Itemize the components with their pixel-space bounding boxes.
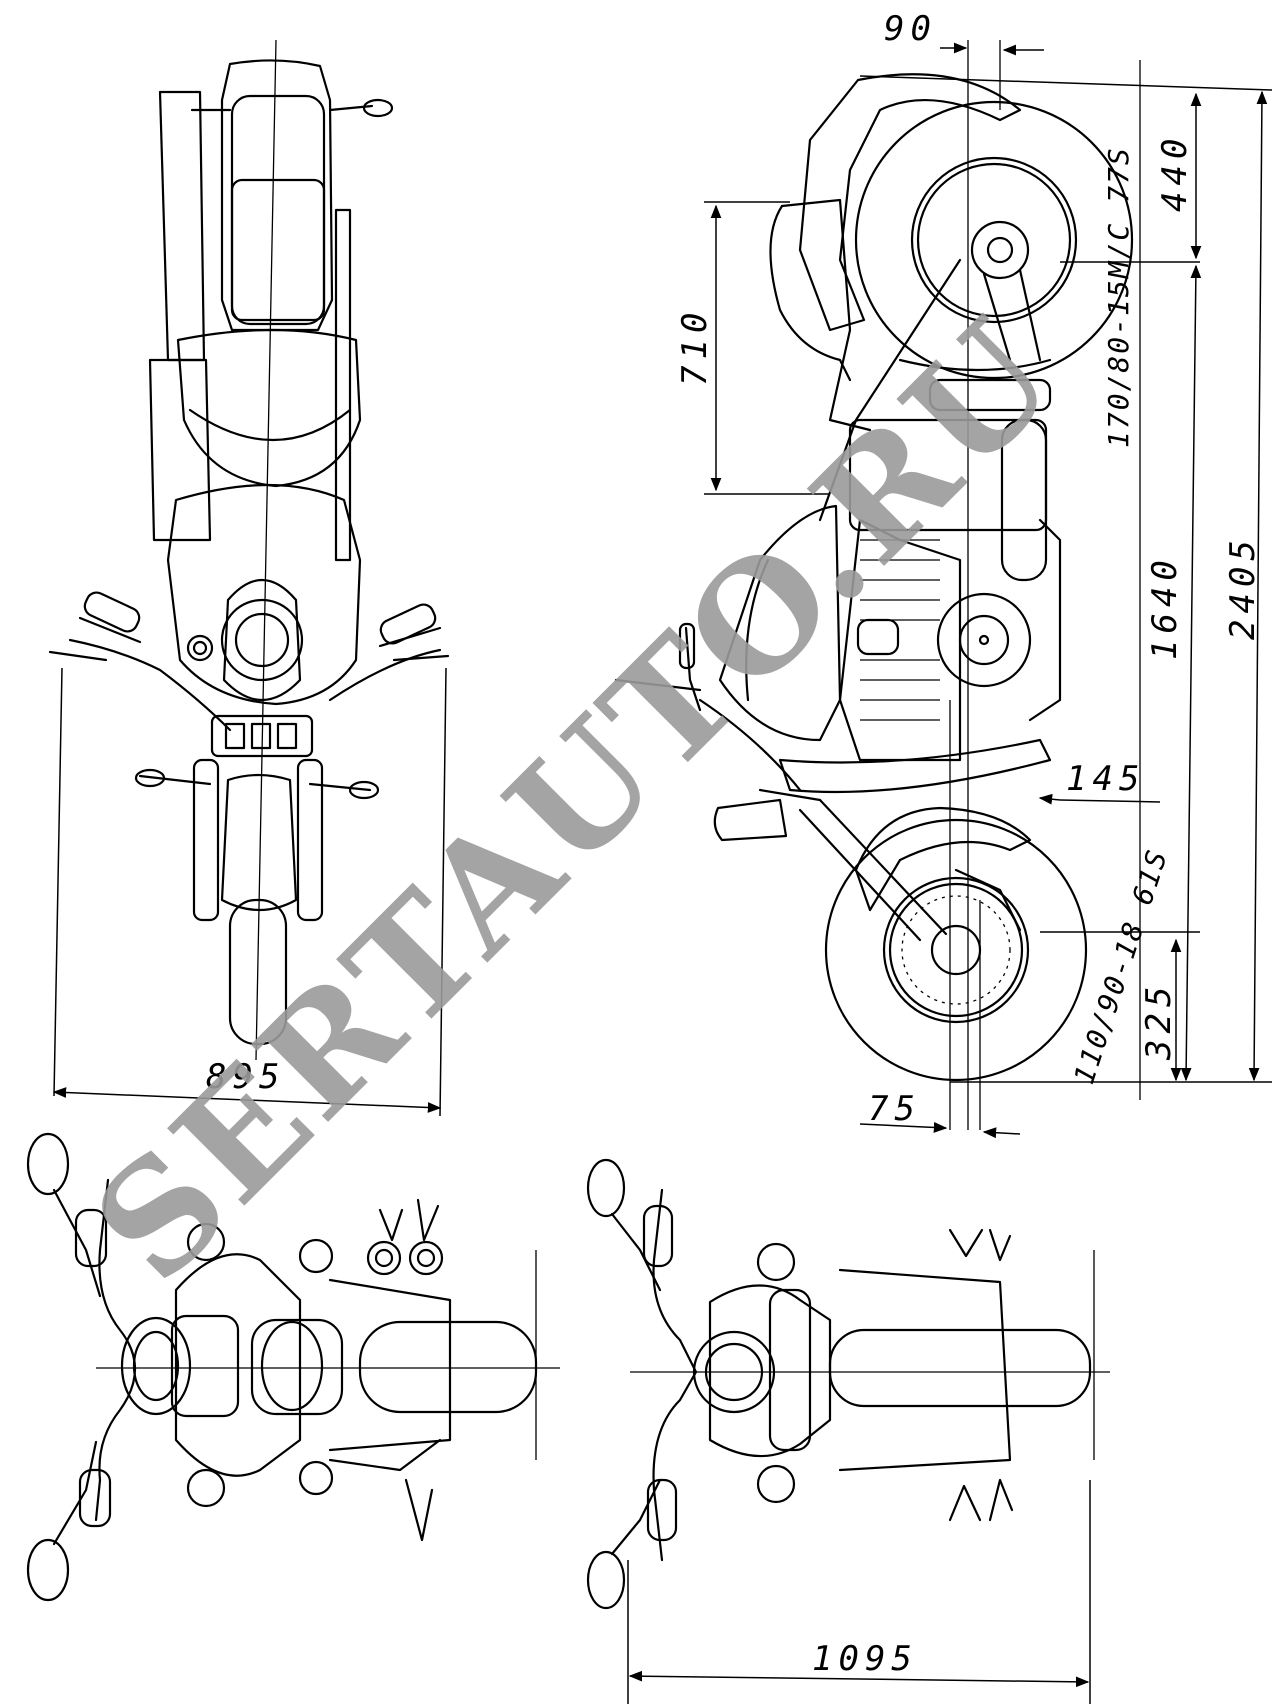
dim-895: 895 [206,1057,285,1097]
dim-145: 145 [1066,759,1145,799]
top-view-right: 1095 [586,1158,1110,1704]
dim-90: 90 [884,9,937,49]
watermark-text: SERTAUTO.RU [61,286,1091,1316]
rear-tyre-label: 170/80-15M/C 77S [1102,146,1135,448]
front-view: 895 [48,39,450,1117]
top-view-left [26,1132,560,1602]
dim-2405: 2405 [1223,534,1263,640]
dim-1640: 1640 [1145,554,1185,660]
dim-1095: 1095 [812,1639,918,1679]
dim-710: 710 [675,307,715,386]
dim-440: 440 [1155,133,1195,212]
dim-325: 325 [1139,981,1179,1061]
side-view: 90 440 710 1640 2405 145 325 75 170/80-1… [614,9,1272,1139]
dim-75: 75 [868,1089,921,1129]
